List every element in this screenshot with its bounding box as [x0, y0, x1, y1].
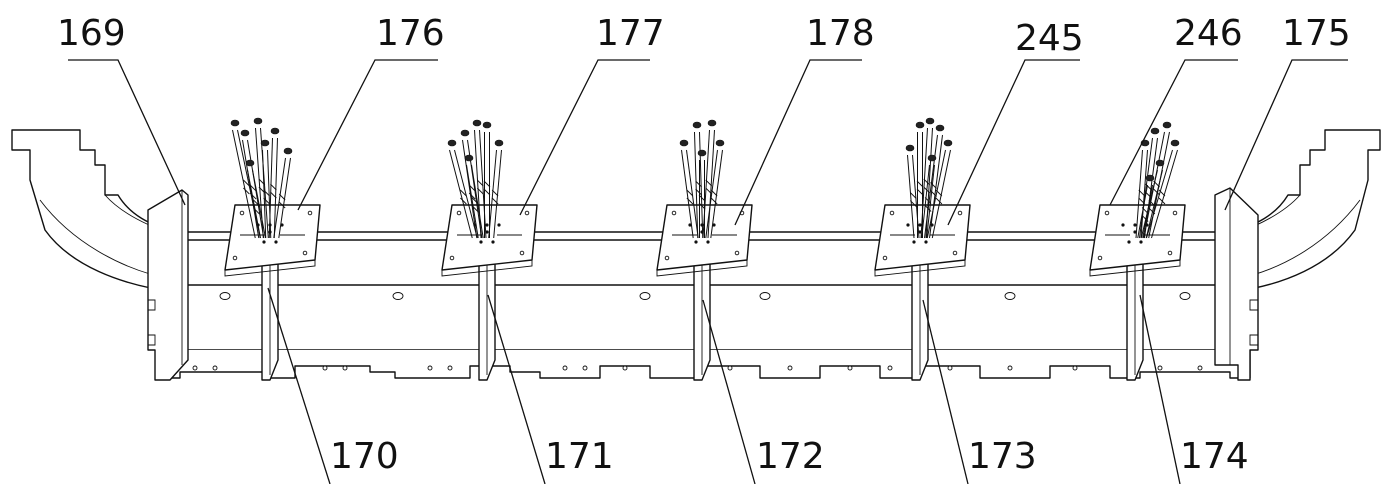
drill-bit [482, 121, 492, 238]
drill-bit [447, 139, 478, 239]
callouts: 169 176 177 178 245 246 175 170 171 172 … [57, 13, 1351, 477]
right-curved-end [1214, 129, 1381, 381]
leader-178 [734, 59, 862, 226]
leader-245 [947, 59, 1080, 226]
drill-bit [926, 139, 953, 239]
drill-bit [697, 149, 707, 238]
station-2 [441, 119, 538, 381]
leader-lines [68, 59, 1348, 484]
callout-176: 176 [376, 13, 445, 54]
left-end-wall [147, 189, 189, 381]
floor-holes [219, 292, 1191, 300]
drill-bit [268, 127, 280, 239]
callout-171: 171 [545, 436, 614, 477]
leader-169 [68, 59, 186, 206]
right-end-wall [1214, 187, 1259, 381]
station-1 [224, 117, 321, 381]
drill-bit [273, 147, 293, 239]
drill-bit [692, 121, 704, 239]
left-curved-end [11, 129, 189, 381]
leader-246 [1109, 59, 1238, 206]
station-4 [874, 117, 971, 381]
drill-bit [924, 124, 945, 239]
drill-bit [464, 154, 484, 239]
drill-bit [1137, 174, 1155, 239]
top-plate [224, 204, 321, 271]
drill-bit [1146, 139, 1180, 239]
callout-173: 173 [968, 436, 1037, 477]
drill-bit [230, 119, 261, 239]
drill-bit [679, 139, 699, 239]
leader-173 [922, 299, 969, 484]
drill-bit [705, 139, 725, 239]
callout-172: 172 [756, 436, 825, 477]
callout-174: 174 [1180, 436, 1249, 477]
drill-bit [245, 159, 266, 239]
callout-169: 169 [57, 13, 126, 54]
drill-stations [224, 117, 1186, 381]
callout-175: 175 [1282, 13, 1351, 54]
callout-246: 246 [1174, 13, 1243, 54]
leader-174 [1139, 294, 1181, 484]
callout-178: 178 [806, 13, 875, 54]
station-3 [656, 119, 753, 381]
callout-245: 245 [1015, 18, 1084, 59]
drill-bit [1135, 139, 1150, 239]
drill-bit [702, 119, 717, 239]
leader-177 [519, 59, 650, 216]
station-5 [1089, 121, 1186, 381]
callout-177: 177 [596, 13, 665, 54]
drill-bit [921, 154, 937, 239]
leader-176 [297, 59, 438, 211]
leader-172 [702, 299, 756, 484]
leader-170 [267, 287, 331, 484]
front-edge-holes [192, 365, 1203, 371]
leader-175 [1224, 59, 1348, 211]
callout-170: 170 [330, 436, 399, 477]
drill-bit [488, 139, 504, 239]
leader-171 [487, 294, 546, 484]
